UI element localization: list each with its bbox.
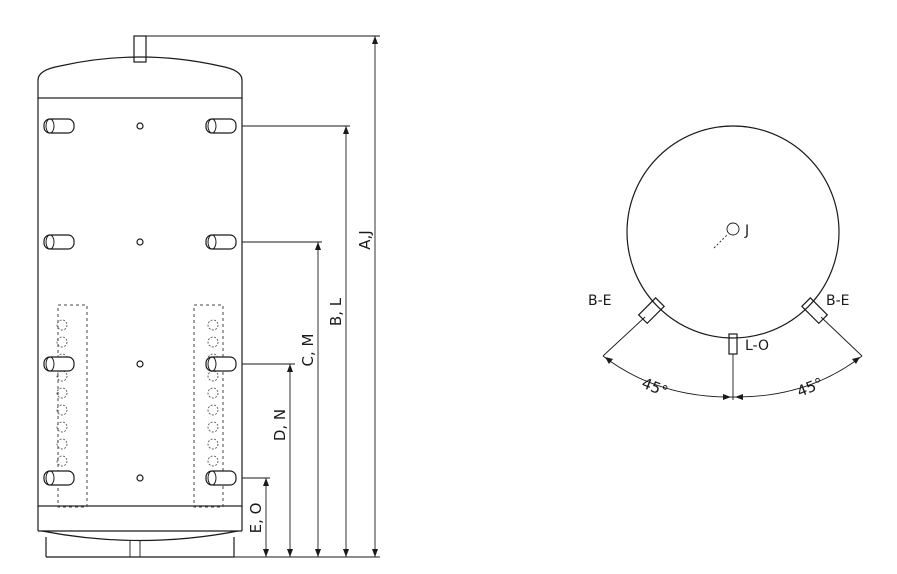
left-coil-outline <box>57 304 88 508</box>
coil-turn <box>56 404 68 416</box>
right-angle-arc <box>732 355 863 398</box>
port-right-1 <box>205 118 237 134</box>
dim-label-c-m: C, M <box>299 334 317 367</box>
sensor-socket-1 <box>136 122 144 130</box>
center-port-icon <box>726 222 740 236</box>
coil-turn <box>207 404 219 416</box>
sensor-socket-4 <box>136 474 144 482</box>
port-right-3 <box>205 356 237 372</box>
dim-label-a-j: A,J <box>356 230 374 249</box>
dim-label-e-o: E, O <box>247 503 265 534</box>
coil-turn <box>207 438 219 450</box>
tank-top-view: J B-E B-E L-O 45° 45° <box>588 125 863 401</box>
coil-turn <box>207 421 219 433</box>
dim-label-b-l: B, L <box>327 297 345 326</box>
top-view-circle <box>626 125 840 339</box>
coil-turn <box>207 336 219 348</box>
port-right-4 <box>205 470 237 486</box>
bottom-port-icon <box>728 333 738 355</box>
coil-turn <box>207 455 219 467</box>
port-right-2 <box>205 234 237 250</box>
dim-label-d-n: D, N <box>271 409 289 441</box>
coil-circles <box>56 319 219 484</box>
right-angle-label: 45° <box>794 374 825 401</box>
sensor-sockets <box>136 122 144 482</box>
coil-turn <box>56 336 68 348</box>
port-left-3 <box>43 356 75 372</box>
coil-turn <box>56 387 68 399</box>
left-port-label: B-E <box>588 293 612 309</box>
coil-turn <box>56 438 68 450</box>
sensor-socket-3 <box>136 360 144 368</box>
bottom-port-label: L-O <box>745 338 769 354</box>
left-angle-label: 45° <box>639 374 670 401</box>
coil-turn <box>207 319 219 331</box>
port-left-1 <box>43 118 75 134</box>
coil-turn <box>56 455 68 467</box>
left-angle-arc <box>602 355 734 398</box>
coil-turn <box>207 387 219 399</box>
sensor-socket-2 <box>136 238 144 246</box>
coil-turn <box>56 319 68 331</box>
coil-turn <box>207 370 219 382</box>
right-port-label: B-E <box>826 293 850 309</box>
tank-body <box>37 97 243 507</box>
coil-turn <box>56 421 68 433</box>
right-coil-outline <box>193 304 224 508</box>
center-port-label: J <box>744 223 749 239</box>
tank-bottom-dome <box>41 530 239 542</box>
side-ports <box>43 118 237 486</box>
tank-top-cap <box>37 56 243 98</box>
port-left-2 <box>43 234 75 250</box>
dimension-lines <box>146 35 380 558</box>
tank-side-view: A,J B, L C, M D, N E, O <box>37 35 380 558</box>
top-nozzle <box>133 35 147 63</box>
port-left-4 <box>43 470 75 486</box>
